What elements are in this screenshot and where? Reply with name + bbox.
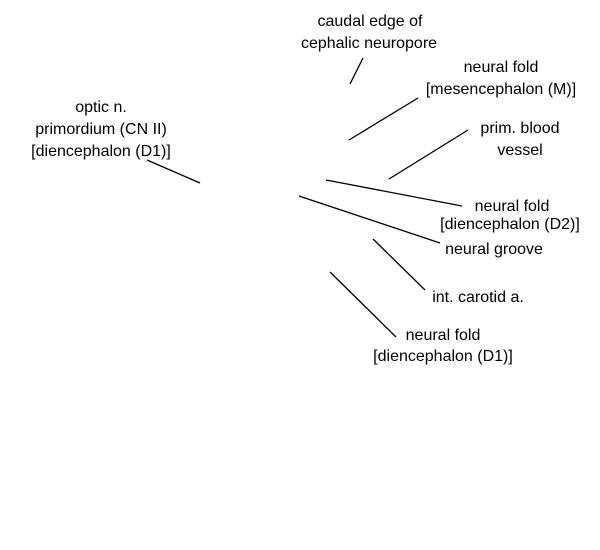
label-neural-fold-mesencephalon: neural fold [mesencephalon (M)]: [348, 59, 576, 141]
label-text: [mesencephalon (M)]: [426, 81, 576, 98]
leader-line: [298, 195, 441, 244]
label-text: [diencephalon (D2)]: [440, 216, 580, 233]
label-text: int. carotid a.: [432, 289, 524, 306]
label-text: vessel: [497, 142, 542, 159]
leader-line: [349, 57, 364, 85]
label-text: [diencephalon (D1)]: [31, 143, 171, 160]
label-optic-n: optic n. primordium (CN II) [diencephalo…: [31, 99, 201, 184]
leader-line: [388, 129, 469, 180]
label-text: optic n.: [75, 99, 127, 116]
label-int-carotid: int. carotid a.: [372, 238, 524, 306]
leader-line: [325, 179, 463, 207]
label-neural-fold-d1: neural fold [diencephalon (D1)]: [329, 271, 513, 365]
leader-line: [146, 159, 201, 184]
label-text: cephalic neuropore: [301, 35, 437, 52]
label-text: neural groove: [445, 241, 543, 258]
leader-line: [329, 271, 397, 338]
label-text: neural fold: [464, 59, 539, 76]
label-text: primordium (CN II): [35, 121, 167, 138]
label-text: [diencephalon (D1)]: [373, 348, 513, 365]
label-neural-fold-d2: neural fold [diencephalon (D2)]: [325, 179, 580, 233]
label-neural-groove: neural groove: [298, 195, 543, 258]
label-text: prim. blood: [480, 120, 559, 137]
label-caudal-edge: caudal edge of cephalic neuropore: [301, 13, 437, 85]
leader-line: [372, 238, 426, 291]
label-text: caudal edge of: [318, 13, 424, 30]
label-text: neural fold: [475, 198, 550, 215]
label-prim-blood-vessel: prim. blood vessel: [388, 120, 560, 180]
label-text: neural fold: [406, 327, 481, 344]
leader-line: [348, 97, 419, 141]
